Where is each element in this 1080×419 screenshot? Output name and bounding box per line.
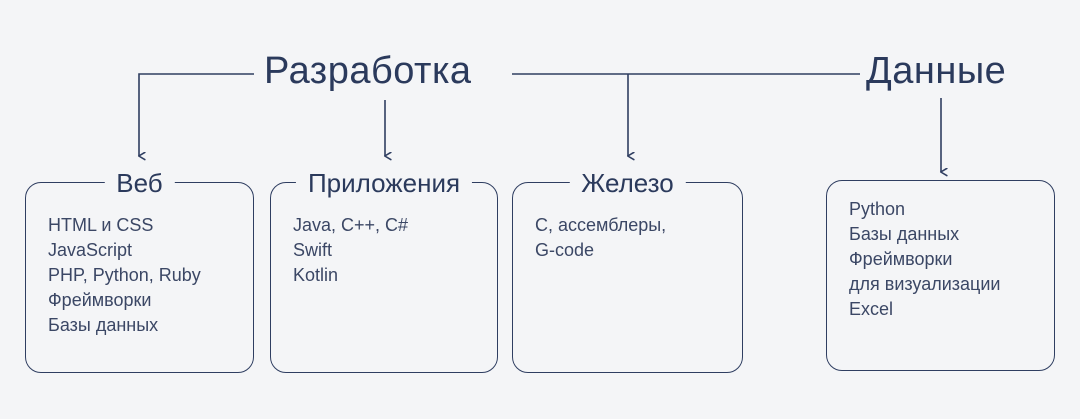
list-item: Excel <box>849 299 894 319</box>
list-item: Базы данных <box>849 224 960 244</box>
branch-list-apps: Java, C++, C# Swift Kotlin <box>293 213 485 288</box>
list-item: Java, C++, C# <box>293 215 409 235</box>
list-item: Python <box>849 199 906 219</box>
list-item: JavaScript <box>48 240 133 260</box>
branch-list-data-tools: Python Базы данных Фреймворки для визуал… <box>849 197 1042 322</box>
list-item: для визуализации <box>849 274 1001 294</box>
list-item: G-code <box>535 240 595 260</box>
list-item: Swift <box>293 240 333 260</box>
root-node-development: Разработка <box>264 50 472 92</box>
branch-list-hardware: C, ассемблеры, G-code <box>535 213 730 263</box>
branch-box-data-tools: Python Базы данных Фреймворки для визуал… <box>826 180 1055 371</box>
list-item: Базы данных <box>48 315 159 335</box>
branch-box-apps: Приложения Java, C++, C# Swift Kotlin <box>270 168 498 373</box>
list-item: PHP, Python, Ruby <box>48 265 201 285</box>
branch-list-web: HTML и CSS JavaScript PHP, Python, Ruby … <box>48 213 241 338</box>
list-item: Фреймворки <box>849 249 953 269</box>
connector-dev-to-web-elbow <box>139 73 254 156</box>
list-item: C, ассемблеры, <box>535 215 667 235</box>
branch-title-apps: Приложения <box>295 168 473 198</box>
root-node-data: Данные <box>866 50 1007 92</box>
branch-box-hardware: Железо C, ассемблеры, G-code <box>512 168 743 373</box>
list-item: HTML и CSS <box>48 215 154 235</box>
branch-box-web: Веб HTML и CSS JavaScript PHP, Python, R… <box>25 168 254 373</box>
list-item: Kotlin <box>293 265 339 285</box>
branch-title-web: Веб <box>104 168 175 198</box>
list-item: Фреймворки <box>48 290 152 310</box>
branch-title-hardware: Железо <box>569 168 686 198</box>
